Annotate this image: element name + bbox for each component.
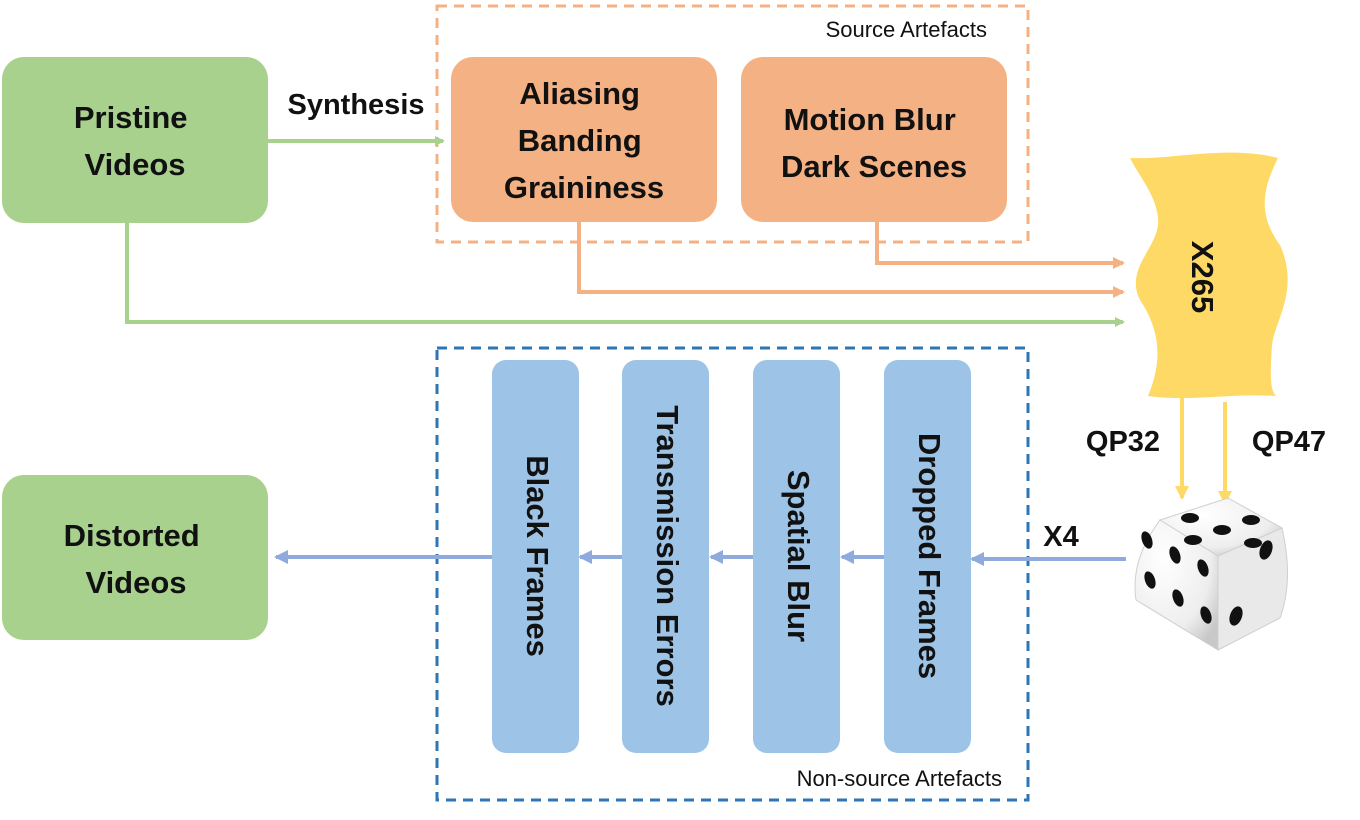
source2-line-1: Motion Blur	[784, 102, 956, 137]
source1-to-x265-arrow	[577, 222, 1125, 298]
svg-text:Aliasing Banding Grain: Aliasing Banding Graininess	[504, 76, 664, 205]
transmission-errors-label: Transmission Errors	[650, 405, 685, 707]
svg-text:Distorted Videos: Distorted Videos	[64, 518, 209, 600]
qp47-label: QP47	[1252, 426, 1326, 458]
pristine-videos-node	[2, 57, 268, 223]
black-frames-box	[492, 360, 579, 753]
black-frames-label: Black Frames	[520, 455, 555, 657]
x265-encoder-node	[1130, 152, 1288, 399]
distorted-line-2: Videos	[85, 565, 186, 600]
synthesis-label: Synthesis	[288, 89, 425, 121]
non-source-artefacts-group	[435, 346, 1030, 802]
svg-text:Motion Blur Dark Scenes: Motion Blur Dark Scenes	[781, 102, 967, 184]
source-artefacts-label: Source Artefacts	[826, 17, 987, 42]
source-artefacts-group	[435, 4, 1030, 244]
dice-icon	[1134, 497, 1288, 651]
distorted-line-1: Distorted	[64, 518, 200, 553]
transmission-errors-box	[622, 360, 709, 753]
source2-line-2: Dark Scenes	[781, 149, 967, 184]
x4-label: X4	[1043, 521, 1078, 553]
svg-text:Pristine Videos: Pristine Videos	[74, 100, 196, 182]
source2-to-x265-arrow	[875, 222, 1125, 269]
spatial-blur-box	[753, 360, 840, 753]
qp32-label: QP32	[1086, 426, 1160, 458]
x265-label: X265	[1185, 241, 1220, 313]
pristine-line-2: Videos	[84, 147, 185, 182]
source1-line-2: Banding	[518, 123, 642, 158]
non-source-artefacts-label: Non-source Artefacts	[797, 766, 1002, 791]
pristine-to-x265-arrow	[125, 223, 1125, 327]
source-artefact-box-1	[451, 57, 717, 222]
dropped-frames-box	[884, 360, 971, 753]
pristine-line-1: Pristine	[74, 100, 188, 135]
distorted-videos-node	[2, 475, 268, 640]
dropped-frames-label: Dropped Frames	[912, 433, 947, 679]
spatial-blur-label: Spatial Blur	[781, 470, 816, 642]
source-artefact-box-2	[741, 57, 1007, 222]
source1-line-1: Aliasing	[519, 76, 640, 111]
source1-line-3: Graininess	[504, 170, 664, 205]
